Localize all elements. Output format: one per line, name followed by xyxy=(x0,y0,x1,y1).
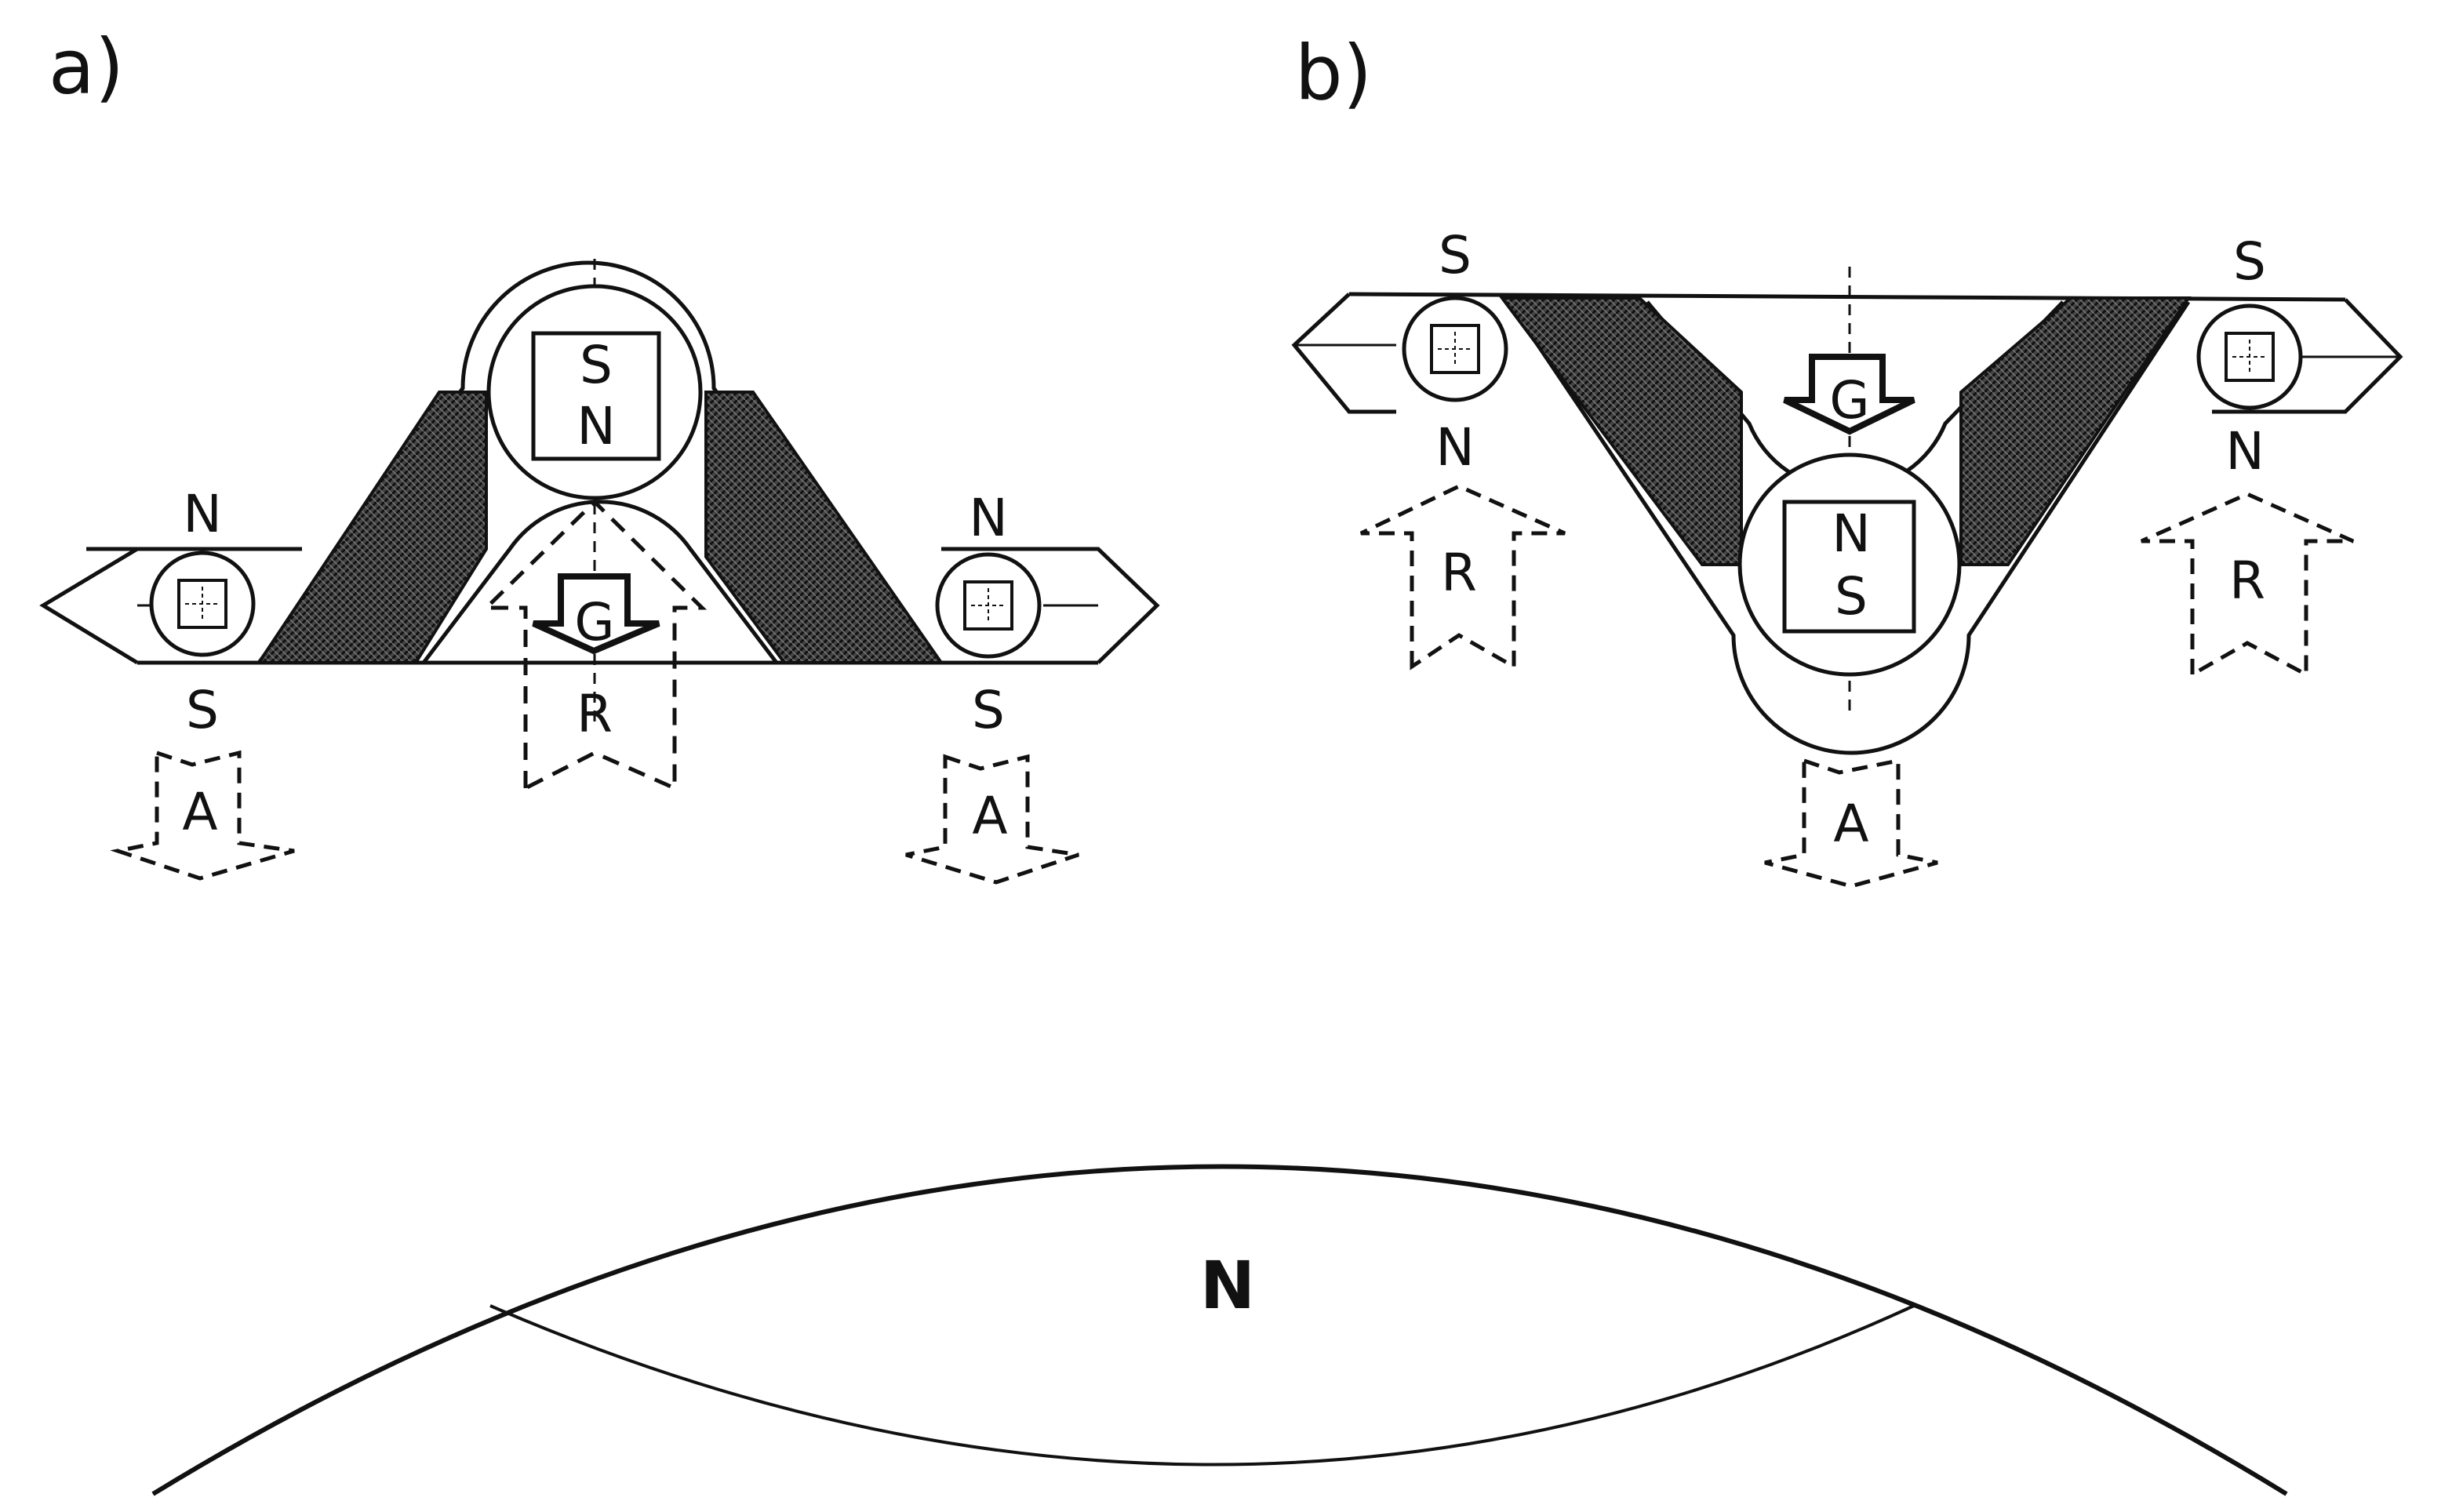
earth-north-region-label: N xyxy=(1200,1247,1255,1324)
panel-b-left-top-pole: S xyxy=(1439,225,1472,285)
panel-a: a) S N N xyxy=(39,23,1160,885)
panel-a-hatched-band-left xyxy=(256,391,488,664)
panel-a-left-magnet: N S xyxy=(149,484,256,740)
panel-a-right-top-pole: N xyxy=(969,488,1007,548)
panel-b-force-arrow-a: A xyxy=(1764,758,1938,889)
panel-b-center-magnet: N S xyxy=(1737,267,1962,714)
panel-b-left-bottom-pole: N xyxy=(1435,417,1474,478)
panel-b-center-bottom-pole: S xyxy=(1835,566,1868,627)
panel-a-left-top-pole: N xyxy=(183,484,221,544)
panel-b-label: b) xyxy=(1295,29,1372,117)
panel-a-arch xyxy=(256,260,916,664)
panel-b-right-bottom-pole: N xyxy=(2225,421,2264,482)
panel-a-gravity-label: G xyxy=(574,592,614,652)
panel-b: b) N S S N xyxy=(1291,29,2403,889)
panel-b-force-arrow-r-left: R xyxy=(1359,484,1566,671)
panel-a-center-bottom-pole: N xyxy=(577,396,615,456)
panel-b-left-magnet: S N xyxy=(1402,225,1508,478)
panel-b-right-top-pole: S xyxy=(2233,231,2266,292)
panel-a-label: a) xyxy=(49,23,124,111)
panel-a-force-arrow-r: R xyxy=(481,499,708,792)
panel-a-gravity-arrow: G xyxy=(532,573,660,655)
panel-b-gravity-label: G xyxy=(1829,370,1869,431)
panel-a-force-arrow-a-left: A xyxy=(110,750,295,881)
panel-b-hatched-band-right xyxy=(1959,296,2192,566)
panel-b-center-top-pole: N xyxy=(1832,503,1870,564)
panel-b-gravity-arrow: G xyxy=(1783,354,1915,435)
earth-north-region-boundary xyxy=(489,1304,1915,1467)
panel-a-center-magnet: S N xyxy=(486,259,703,729)
panel-b-right-force-label: R xyxy=(2229,551,2265,611)
panel-a-left-bottom-pole: S xyxy=(186,680,219,740)
panel-a-right-magnet: N S xyxy=(935,488,1042,740)
panel-a-hatched-band-right xyxy=(704,391,944,664)
panel-a-center-force-label: R xyxy=(577,684,613,744)
panel-b-left-force-label: R xyxy=(1441,543,1477,603)
panel-a-force-arrow-a-right: A xyxy=(905,754,1079,885)
panel-b-right-magnet: S N xyxy=(2196,231,2303,482)
panel-a-right-force-label: A xyxy=(972,786,1007,846)
earth-outer-arc xyxy=(151,1164,2288,1496)
panel-b-center-force-label: A xyxy=(1833,794,1868,854)
panel-b-force-arrow-r-right: R xyxy=(2140,492,2355,678)
earth-surface: N xyxy=(151,1164,2288,1496)
panel-a-center-top-pole: S xyxy=(580,335,613,395)
panel-b-hatched-band-left xyxy=(1499,296,1743,566)
panel-a-left-force-label: A xyxy=(182,782,217,842)
panel-a-right-bottom-pole: S xyxy=(972,680,1005,740)
